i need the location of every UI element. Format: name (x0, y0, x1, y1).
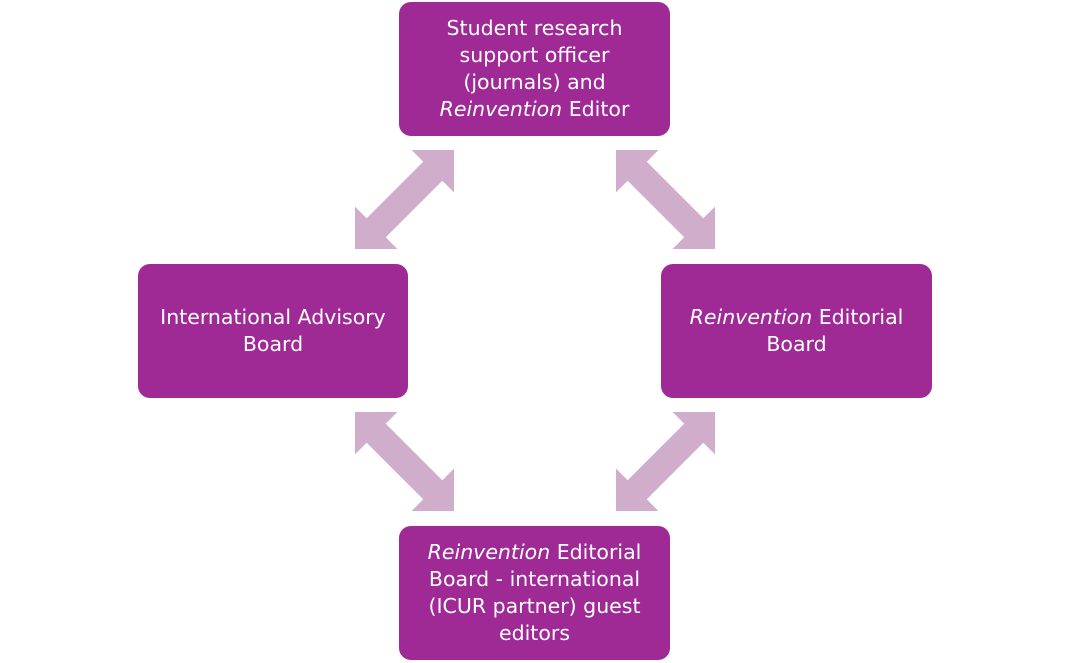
node-label-line: Board (160, 331, 386, 358)
label-text: Board (766, 332, 827, 356)
arrow-left-bottom (355, 412, 454, 511)
label-text: Student research (446, 16, 623, 40)
label-text: (ICUR partner) guest (428, 594, 641, 618)
node-label: Student research support officer (journals… (440, 15, 630, 123)
node-label-line: Board (690, 331, 904, 358)
label-text: Editor (562, 97, 630, 121)
label-text: (journals) and (463, 70, 606, 94)
italic-title: Reinvention (689, 305, 813, 329)
label-text: support officer (459, 43, 610, 67)
italic-title: Reinvention (439, 97, 563, 121)
label-text: Board (242, 332, 304, 356)
node-label-line: Board - international (428, 566, 642, 593)
node-label-line: Reinvention Editorial (428, 539, 642, 566)
label-text: Editorial (550, 540, 642, 564)
label-text: International Advisory (160, 305, 386, 329)
arrow-top-left (355, 150, 454, 249)
label-text: editors (498, 621, 570, 645)
arrow-right-bottom (616, 412, 715, 511)
arrow-top-right (616, 150, 715, 249)
node-label-line: Student research (440, 15, 630, 42)
node-label-line: International Advisory (160, 304, 386, 331)
label-text: Board - international (428, 567, 641, 591)
label-text: Editorial (812, 305, 904, 329)
node-label-line: Reinvention Editorial (690, 304, 904, 331)
node-label-line: (journals) and (440, 69, 630, 96)
node-student-research-support-officer: Student research support officer (journals… (399, 2, 670, 136)
node-label-line: support officer (440, 42, 630, 69)
node-label-line: (ICUR partner) guest (428, 593, 642, 620)
node-label-line: editors (428, 620, 642, 647)
italic-title: Reinvention (427, 540, 551, 564)
node-label-line: Reinvention Editor (440, 96, 630, 123)
